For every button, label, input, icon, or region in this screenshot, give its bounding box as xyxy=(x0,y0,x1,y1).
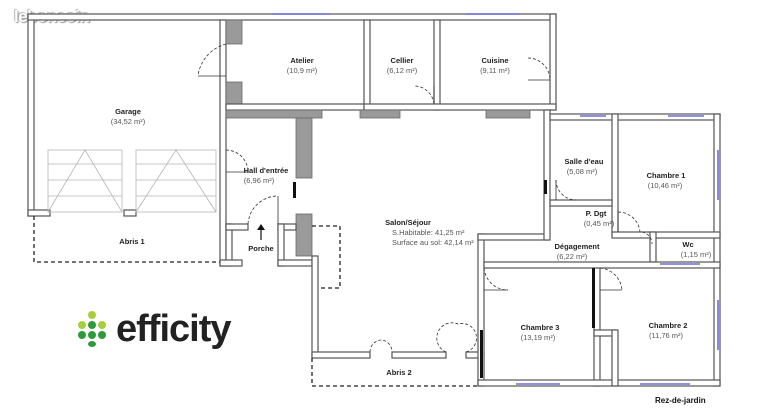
salon-surface-sol: Surface au sol: 42,14 m² xyxy=(392,238,474,247)
abris2-outline xyxy=(311,358,478,387)
wall-salon-left xyxy=(311,255,319,357)
label-salle-eau: Salle d'eau xyxy=(565,157,604,166)
wall-chambres-top xyxy=(483,261,721,269)
windows xyxy=(272,13,719,385)
label-chambre1: Chambre 1 xyxy=(647,171,686,180)
pillar-atelier-top xyxy=(225,19,243,45)
wall-garage-right xyxy=(219,19,227,267)
area-atelier: (10,9 m²) xyxy=(287,66,318,75)
wall-salle-eau-bottom xyxy=(549,199,613,207)
area-degagement: (6,22 m²) xyxy=(557,252,588,261)
wall-salon-bottom-1 xyxy=(311,351,371,359)
label-cellier: Cellier xyxy=(391,56,414,65)
label-porche: Porche xyxy=(248,244,273,253)
wall-right-outer xyxy=(713,113,721,387)
area-pdgt: (0,45 m²) xyxy=(584,219,615,228)
wall-gray-vertical-top xyxy=(295,117,313,179)
wall-gray-horizontal xyxy=(225,109,323,119)
wall-cellier-bottom xyxy=(363,103,557,111)
wall-garage-bottom-mid xyxy=(123,209,137,217)
wall-cuisine-right xyxy=(549,13,557,111)
label-abris1: Abris 1 xyxy=(119,237,144,246)
label-salon: Salon/Séjour xyxy=(385,218,431,227)
efficity-wordmark: efficity xyxy=(116,308,231,350)
black-bar-chambre3-left xyxy=(480,330,483,378)
area-chambre3: (13,19 m²) xyxy=(521,333,556,342)
salon-habitable: S.Habitable: 41,25 m² xyxy=(392,228,465,237)
label-wc: Wc xyxy=(682,240,693,249)
wall-garage-left xyxy=(27,13,35,217)
area-chambre1: (10,46 m²) xyxy=(648,181,683,190)
wall-top xyxy=(27,13,557,21)
room-labels: Garage (34,52 m²) Atelier (10,9 m²) Cell… xyxy=(111,56,712,377)
label-abris2: Abris 2 xyxy=(386,368,411,377)
black-bar-chambre3 xyxy=(592,268,595,328)
wall-atelier-right xyxy=(363,19,371,111)
wall-chambre2-nook-v xyxy=(611,329,619,387)
wall-right-top xyxy=(549,113,721,121)
area-cellier: (6,12 m²) xyxy=(387,66,418,75)
label-cuisine: Cuisine xyxy=(481,56,508,65)
label-hall: Hall d'entrée xyxy=(244,166,289,175)
wall-salle-eau-left xyxy=(543,109,551,241)
wall-salon-bottom-2 xyxy=(391,351,447,359)
garage-door-hatch xyxy=(47,149,217,213)
efficity-logo: efficity xyxy=(74,306,231,352)
wall-chambre1-bottom xyxy=(611,231,721,239)
wall-gray-salon-top1 xyxy=(359,109,401,119)
area-wc: (1,15 m²) xyxy=(681,250,712,259)
wall-salle-eau-right xyxy=(611,113,619,235)
area-garage: (34,52 m²) xyxy=(111,117,146,126)
label-garage: Garage xyxy=(115,107,141,116)
wall-bottom-right xyxy=(477,379,721,387)
label-chambre2: Chambre 2 xyxy=(649,321,688,330)
label-pdgt: P. Dgt xyxy=(586,209,607,218)
wall-porche-bottom-right xyxy=(277,259,313,267)
label-chambre3: Chambre 3 xyxy=(521,323,560,332)
area-hall: (6,96 m²) xyxy=(244,176,275,185)
area-chambre2: (11,76 m²) xyxy=(649,331,684,340)
wall-degagement-top xyxy=(477,233,549,241)
abris1-outline xyxy=(33,216,220,263)
wall-cellier-right xyxy=(433,19,441,111)
porch-outline xyxy=(312,225,341,289)
label-degagement: Dégagement xyxy=(554,242,600,251)
wall-garage-bottom-left xyxy=(27,209,51,217)
walls xyxy=(27,13,721,387)
level-label: Rez-de-jardin xyxy=(655,396,706,405)
wall-porche-top xyxy=(225,223,249,231)
wall-gray-vertical-bottom xyxy=(295,213,313,257)
entry-arrow-head-icon xyxy=(257,224,265,230)
wall-wc-left xyxy=(649,231,657,263)
black-bar-hall xyxy=(293,182,296,198)
wall-porche-bottom xyxy=(219,259,243,267)
efficity-dots-icon xyxy=(74,311,110,347)
wall-gray-salon-top2 xyxy=(485,109,531,119)
area-cuisine: (9,11 m²) xyxy=(480,66,510,75)
doors xyxy=(197,43,653,353)
label-atelier: Atelier xyxy=(290,56,313,65)
area-salle-eau: (5,08 m²) xyxy=(567,167,598,176)
pillar-atelier-bottom xyxy=(225,81,243,105)
wall-atelier-bottom xyxy=(225,103,367,111)
black-bar-salle-eau xyxy=(544,180,547,194)
